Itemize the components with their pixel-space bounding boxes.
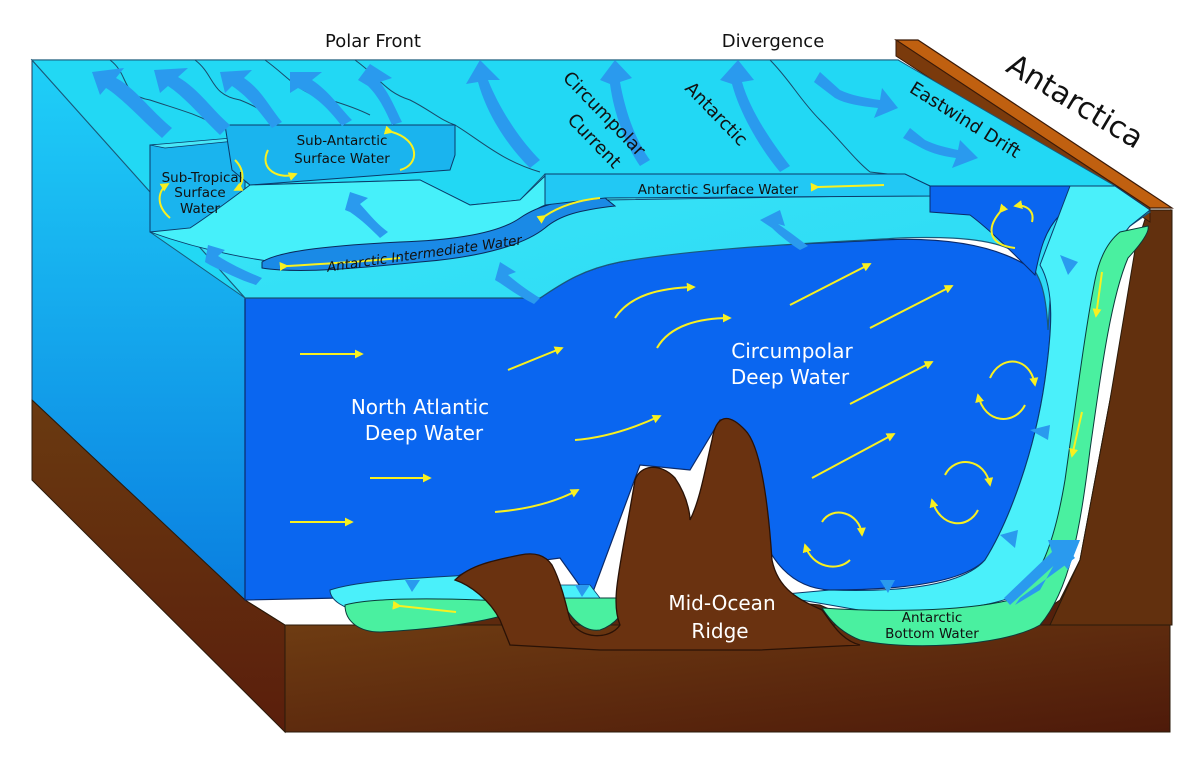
divergence-basin <box>929 185 1091 277</box>
sub-tropical-line-2: Surface <box>174 185 225 201</box>
sub-tropical-line-1: Sub-Tropical <box>162 170 243 186</box>
nadw-line-2: Deep Water <box>365 421 484 445</box>
aabw-line-2: Bottom Water <box>885 626 979 642</box>
slope-flow-arrows <box>405 255 1080 605</box>
divergence-label: Divergence <box>722 31 825 52</box>
ridge-line-2: Ridge <box>691 619 748 643</box>
mid-ocean-ridge-shape <box>453 418 861 651</box>
mid-ocean-ridge-label: Mid-Ocean Ridge <box>668 591 775 643</box>
antarctic-intermediate-water <box>261 197 617 271</box>
circumpolar-deep-water-label: Circumpolar Deep Water <box>731 339 854 389</box>
sub-tropical-surface-water-label: Sub-Tropical Surface Water <box>162 170 243 217</box>
ridge-line-1: Mid-Ocean <box>668 591 775 615</box>
north-atlantic-deep-water-label: North Atlantic Deep Water <box>351 395 489 445</box>
circulation-arrows <box>158 125 1103 613</box>
polar-front-label: Polar Front <box>325 31 421 52</box>
sub-tropical-line-3: Water <box>180 201 220 217</box>
antarctic-bottom-water-label: Antarctic Bottom Water <box>885 610 979 642</box>
cdw-line-2: Deep Water <box>731 365 850 389</box>
sub-antarctic-line-1: Sub-Antarctic <box>297 133 388 149</box>
cdw-line-1: Circumpolar <box>731 339 853 363</box>
antarctic-surface-water-label: Antarctic Surface Water <box>638 182 799 198</box>
aabw-line-1: Antarctic <box>902 610 963 626</box>
nadw-line-1: North Atlantic <box>351 395 489 419</box>
sub-antarctic-line-2: Surface Water <box>294 151 390 167</box>
sediment-right-upper <box>1049 209 1173 626</box>
sub-antarctic-block <box>224 124 456 186</box>
sub-antarctic-surface-water-label: Sub-Antarctic Surface Water <box>294 133 390 167</box>
surface-flow-arrows <box>92 60 978 304</box>
